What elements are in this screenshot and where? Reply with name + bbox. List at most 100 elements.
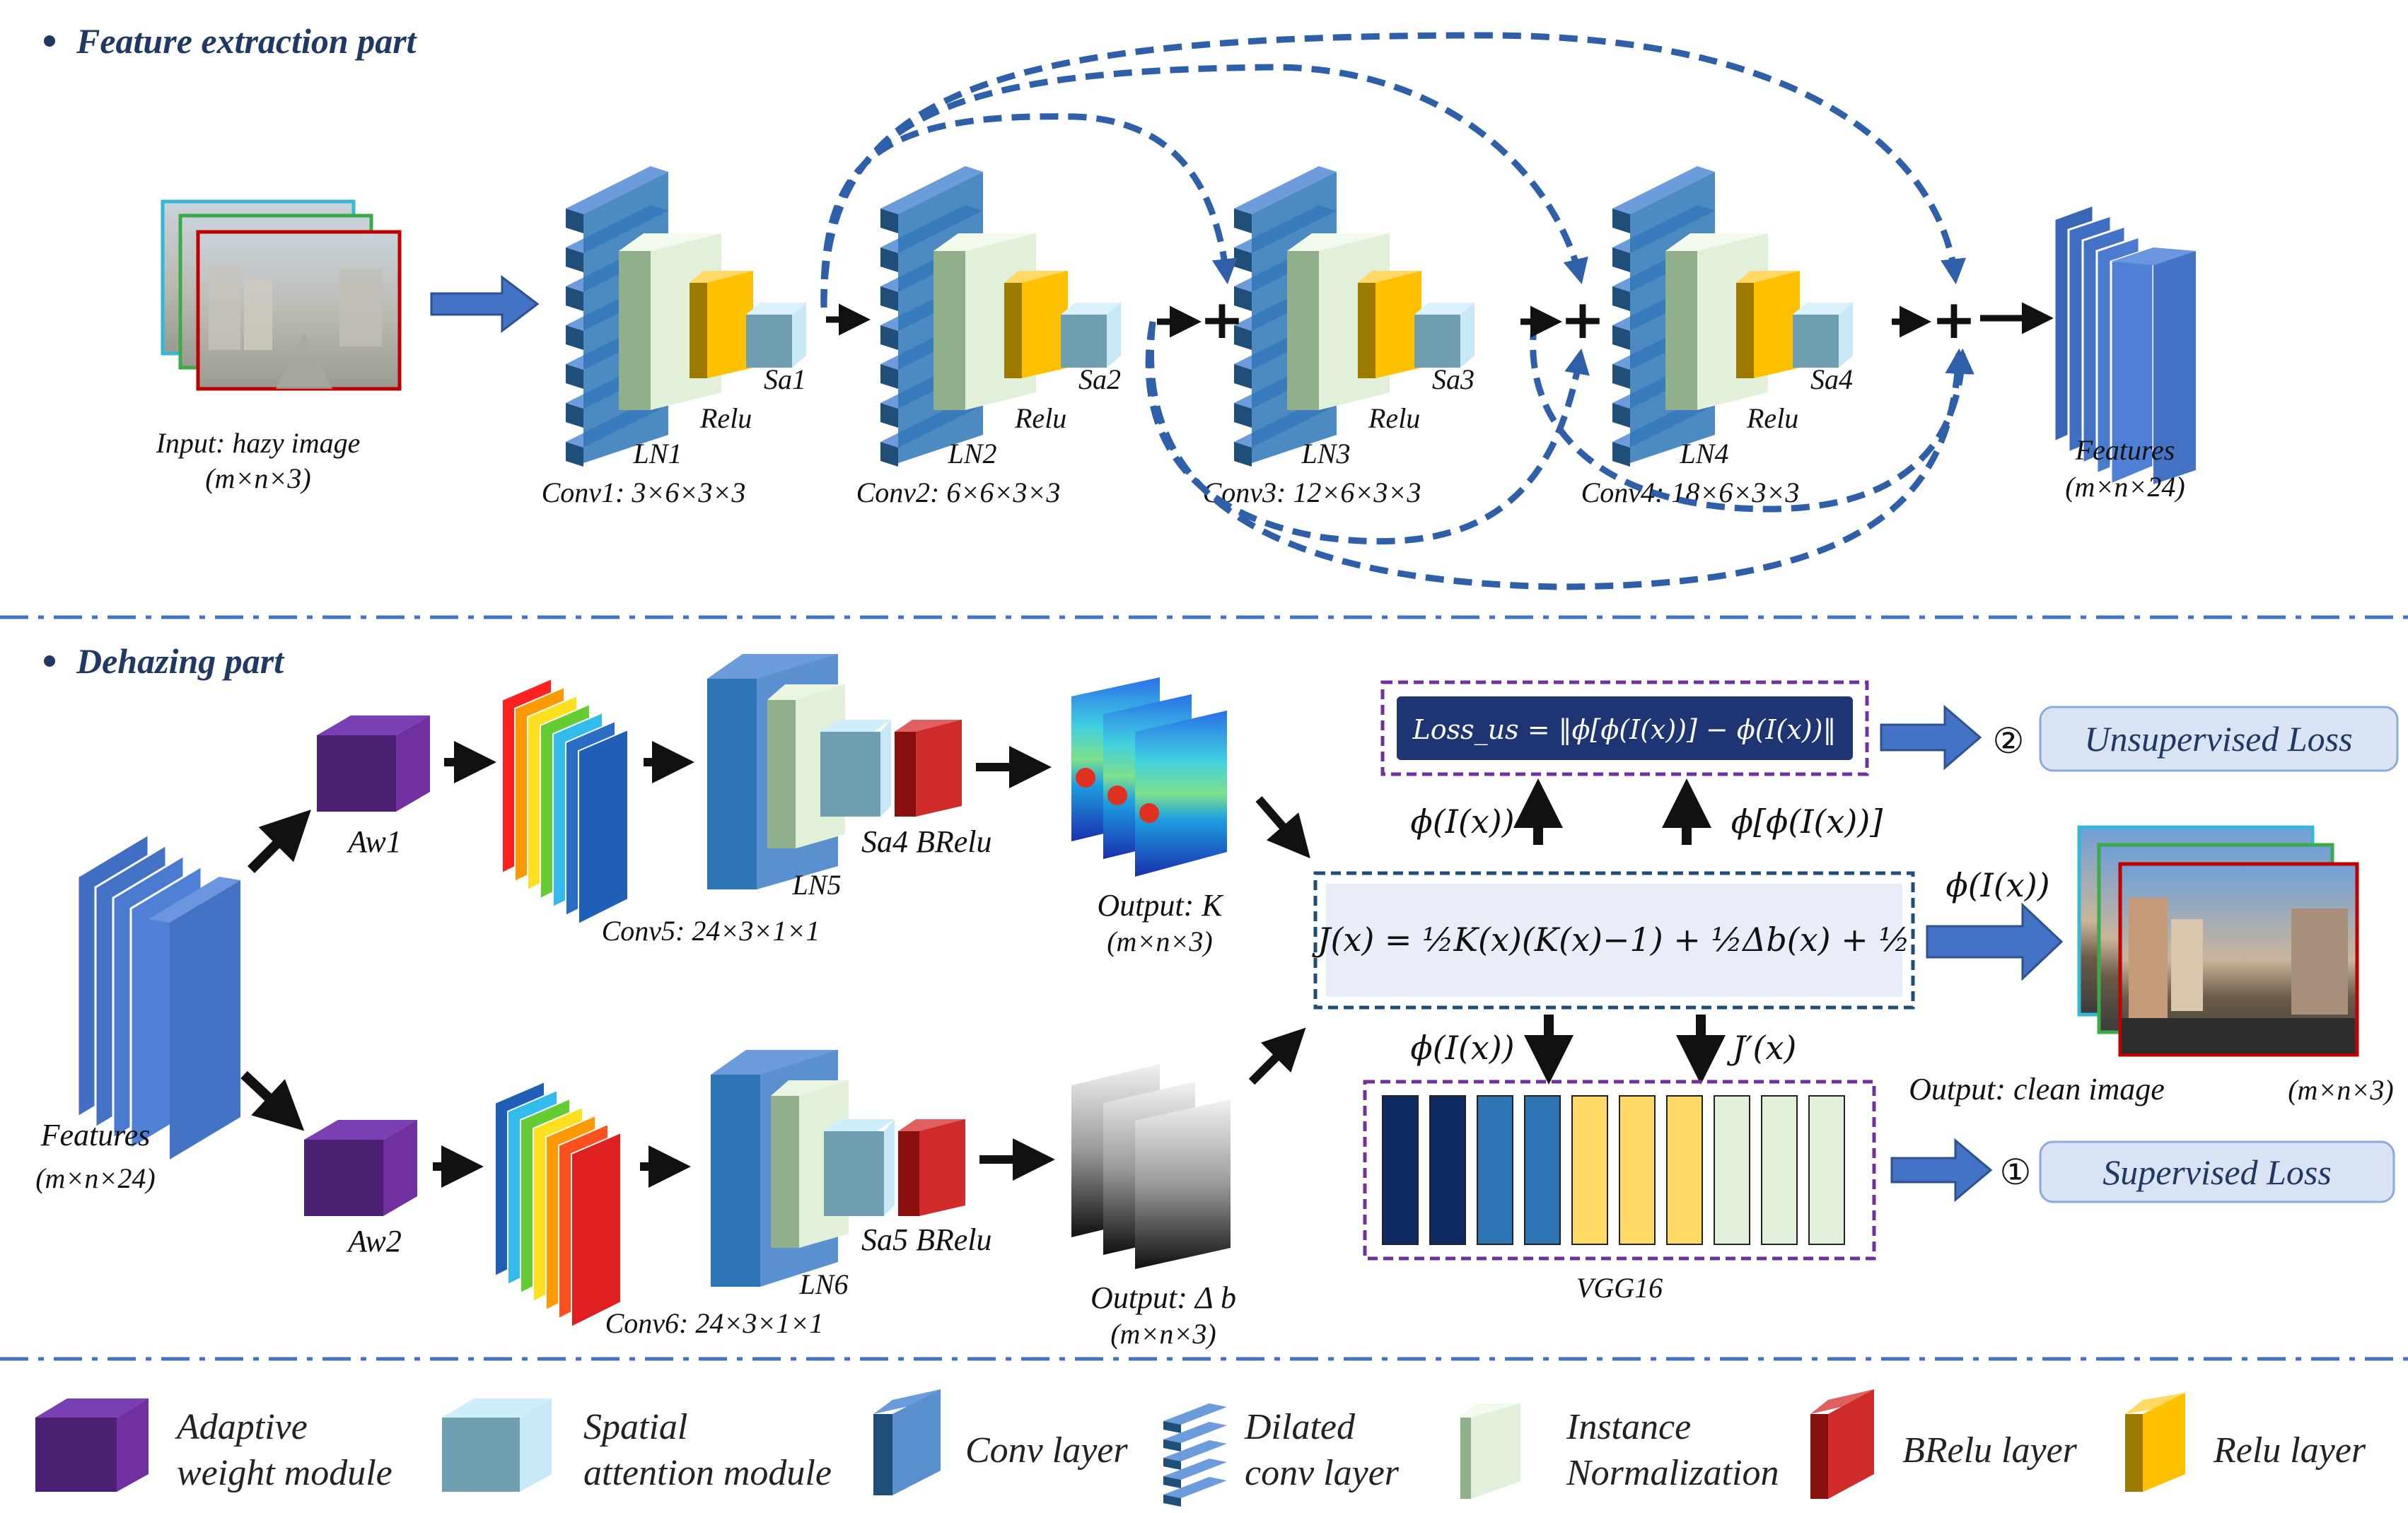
supervised-arrow	[1890, 1138, 1993, 1203]
aw2-cube	[304, 1120, 417, 1216]
instance-norm-side	[1665, 251, 1697, 410]
output-k-label: Output: K	[1097, 888, 1224, 923]
vgg-layer-bar	[1477, 1095, 1513, 1245]
ln5-block	[707, 654, 962, 889]
vgg16-layers	[1382, 1095, 1845, 1245]
output-arrow	[1926, 902, 2064, 981]
sa-top	[746, 303, 806, 315]
instance-norm-side	[933, 251, 965, 410]
features-input-stack	[76, 832, 240, 1159]
relu-side	[1004, 283, 1022, 378]
conv-layer-icon	[873, 1389, 941, 1495]
dilated-fin	[1163, 1440, 1227, 1461]
conv-label: Conv1: 3×6×3×3	[542, 477, 746, 508]
output-k-maps	[1071, 677, 1227, 877]
legend: Adaptive weight module Spatial attention…	[35, 1389, 2366, 1507]
supervised-loss-label: Supervised Loss	[2102, 1152, 2332, 1192]
sa-label: Sa4	[1810, 363, 1853, 395]
ln-label: LN2	[948, 438, 997, 469]
supervised-loss-box	[2039, 1140, 2395, 1203]
skip-ln3-to-add3	[1530, 321, 1974, 513]
relu-side	[1358, 283, 1375, 378]
instance-norm-side	[619, 251, 651, 410]
arrow-db-equation	[1248, 1027, 1306, 1085]
dilated-fin-edge	[1163, 1458, 1181, 1470]
channel-sheet	[571, 1131, 622, 1328]
input-dims: (m×n×3)	[205, 462, 311, 494]
phi-label-1: ϕ(I(x))	[1410, 802, 1514, 841]
sa-front	[1414, 315, 1460, 368]
phi-phi-label: ϕ[ϕ(I(x))]	[1731, 802, 1883, 841]
feature-extraction-title: Feature extraction part	[76, 21, 418, 61]
dilated-fin-edge	[1163, 1476, 1181, 1488]
sa-side	[1839, 303, 1853, 368]
relu-layer-icon	[2125, 1393, 2185, 1492]
output-db-dims: (m×n×3)	[1110, 1318, 1216, 1350]
dilated-conv-icon	[1163, 1403, 1227, 1507]
dilated-fin	[1163, 1459, 1227, 1480]
arrow-k-equation	[1255, 796, 1310, 859]
feature-extraction-header: Feature extraction part	[44, 21, 418, 61]
sa-front	[746, 315, 792, 368]
vgg-box-outline	[1363, 1080, 1876, 1261]
skip-ln2-to-add2	[1145, 321, 1590, 545]
output-db-label: Output: Δ b	[1090, 1280, 1236, 1315]
relu-face	[1022, 271, 1068, 378]
ln-label: LN4	[1680, 438, 1729, 469]
skip-ln1-to-add3	[820, 32, 1966, 308]
features-left-label: Features	[40, 1118, 151, 1152]
add-node-1: +	[1199, 288, 1245, 351]
unsupervised-number: ②	[1993, 720, 2025, 761]
input-arrow	[430, 274, 540, 334]
vgg-layer-bar	[1808, 1095, 1845, 1245]
spatial-attention-icon	[442, 1398, 552, 1492]
dilated-fin-edge	[1163, 1439, 1181, 1451]
relu-side	[1736, 283, 1754, 378]
arrow-features-aw1	[248, 810, 311, 873]
aw1-label: Aw1	[346, 824, 402, 859]
unsupervised-loss-box	[2039, 706, 2399, 772]
conv5-label: Conv5: 24×3×1×1	[602, 915, 820, 947]
input-hazy-image	[161, 199, 402, 391]
brelu-layer-icon	[1810, 1389, 1874, 1499]
relu-face	[1754, 271, 1800, 378]
vgg-layer-bar	[1761, 1095, 1798, 1245]
channel-sheet	[578, 728, 629, 925]
legend-label-brelu: BRelu layer	[1902, 1430, 2078, 1471]
output-db-maps	[1071, 1064, 1231, 1269]
j-prime-label: J′(x)	[1727, 1029, 1797, 1067]
equation-box-outline	[1313, 871, 1915, 1010]
supervised-number: ①	[2000, 1152, 2032, 1193]
features-left-dims: (m×n×24)	[35, 1162, 156, 1194]
loss-box-outline	[1380, 680, 1869, 776]
output-k-dims: (m×n×3)	[1107, 925, 1213, 957]
dilated-fin-edge	[1163, 1421, 1181, 1433]
legend-label-dilated-1: Dilated	[1244, 1407, 1356, 1447]
sa-side	[1107, 303, 1121, 368]
sa-side	[792, 303, 806, 368]
sa5-brelu-label: Sa5 BRelu	[861, 1222, 992, 1257]
features-output-stack	[2053, 203, 2196, 486]
vgg-layer-bar	[1429, 1095, 1466, 1245]
vgg-layer-bar	[1666, 1095, 1703, 1245]
phi-label-2: ϕ(I(x))	[1410, 1029, 1514, 1067]
sa-top	[1414, 303, 1475, 315]
dilated-fin-edge	[1163, 1495, 1181, 1507]
ln6-label: LN6	[799, 1268, 849, 1300]
sa-front	[1061, 315, 1107, 368]
vgg-layer-bar	[1524, 1095, 1561, 1245]
legend-label-spatial-2: attention module	[583, 1453, 832, 1493]
relu-label: Relu	[699, 402, 752, 434]
vgg-layer-bar	[1619, 1095, 1656, 1245]
unsupervised-arrow	[1880, 704, 1982, 771]
loss-box	[1397, 696, 1853, 760]
rainbow-stack-1	[501, 677, 629, 925]
output-clean-label: Output: clean image	[1909, 1072, 2165, 1106]
arrow-features-aw2	[240, 1070, 305, 1131]
legend-label-spatial-1: Spatial	[583, 1407, 687, 1447]
sa-top	[1793, 303, 1853, 315]
